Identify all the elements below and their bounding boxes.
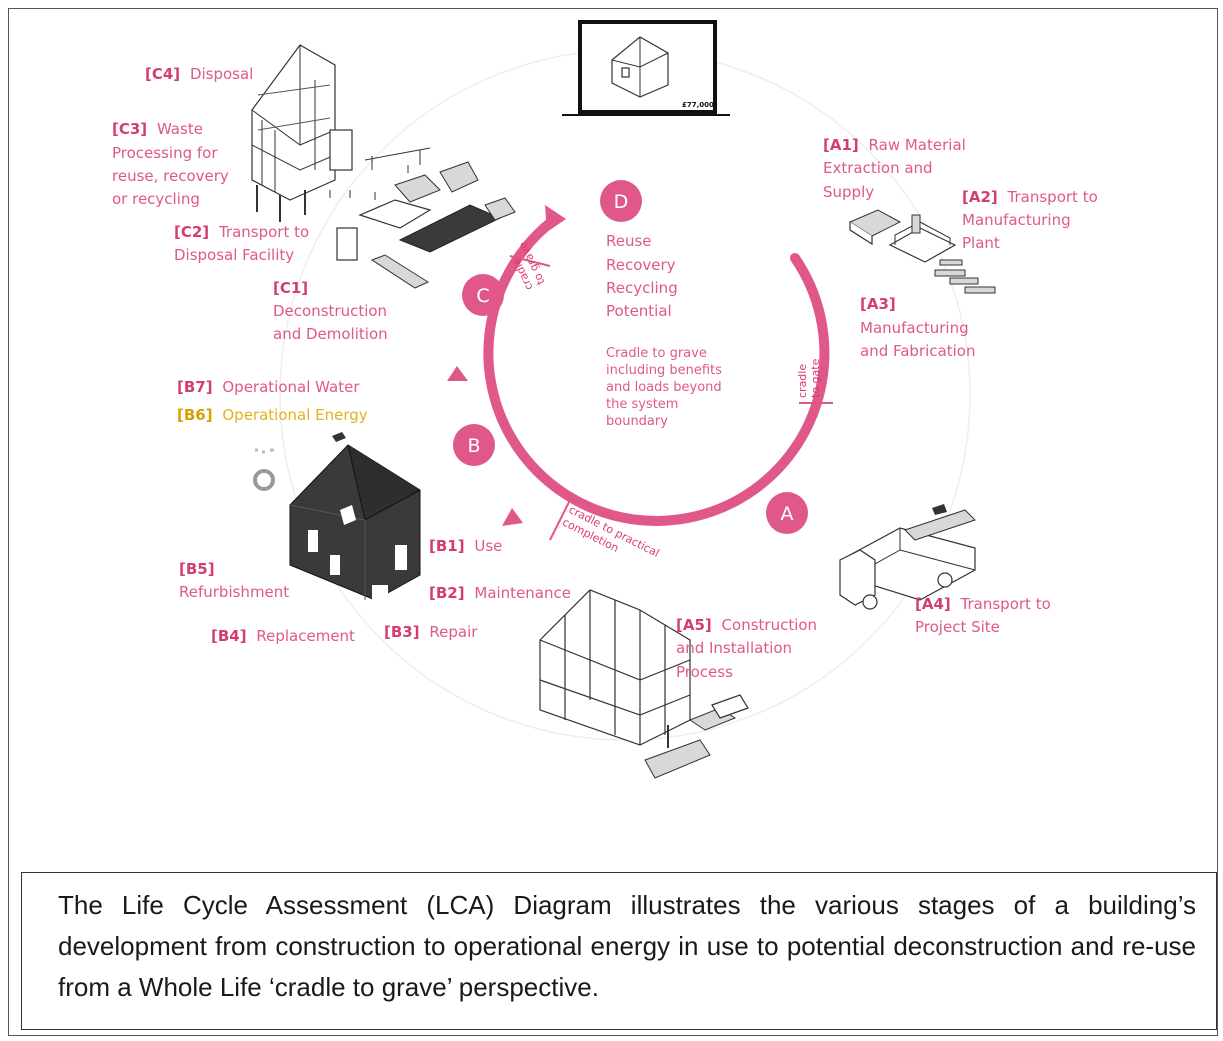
caption-box: The Life Cycle Assessment (LCA) Diagram … (21, 872, 1217, 1030)
node-c-letter: C (476, 285, 489, 307)
label-c1: [C1] Deconstruction and Demolition (273, 279, 392, 343)
node-a-letter: A (781, 503, 794, 525)
grave-tick (509, 255, 551, 267)
label-a4: [A4] Transport to Project Site (915, 595, 1056, 636)
arc-label-gate: cradle to gate (796, 358, 822, 398)
label-c4: [C4] Disposal (145, 65, 253, 83)
computer-monitor-illustration: £77,000 (562, 20, 730, 116)
caption-text: The Life Cycle Assessment (LCA) Diagram … (58, 890, 1196, 1002)
label-b2: [B2] Maintenance (429, 584, 571, 602)
label-a3: [A3] Manufacturing and Fabrication (860, 295, 975, 360)
label-b1: [B1] Use (429, 537, 502, 555)
node-b-letter: B (467, 435, 480, 457)
ring-arrow-top (545, 205, 566, 232)
monitor-price: £77,000 (682, 101, 714, 109)
label-c3: [C3] Waste Processing for reuse, recover… (112, 120, 234, 208)
deconstructed-house-illustration (251, 44, 516, 289)
node-a: A (766, 492, 808, 534)
label-b4: [B4] Replacement (211, 627, 355, 645)
node-d-letter: D (614, 191, 629, 213)
label-c2: [C2] Transport to Disposal Facility (174, 223, 314, 264)
center-d-text: Reuse Recovery Recycling Potential (606, 232, 683, 320)
label-b6: [B6] Operational Energy (177, 406, 368, 424)
figure-frame (8, 8, 1218, 1036)
energy-ring-icon (253, 469, 275, 491)
label-b3: [B3] Repair (384, 623, 478, 641)
node-c: C (462, 274, 504, 316)
practical-tick (549, 499, 571, 541)
operational-house-illustration (253, 432, 421, 611)
center-grave-text: Cradle to grave including benefits and l… (606, 346, 726, 429)
label-a1: [A1] Raw Material Extraction and Supply (823, 136, 971, 201)
ring-arrow-bottom (502, 508, 523, 526)
node-b: B (453, 424, 495, 466)
construction-frame-illustration (539, 589, 749, 779)
ring-arrow-left (447, 366, 468, 381)
label-b7: [B7] Operational Water (177, 378, 360, 396)
node-d: D (600, 180, 642, 222)
lifecycle-ring (483, 214, 830, 526)
lca-diagram: D A B C cradle to gate cradle to practic… (112, 20, 1103, 779)
label-a5: [A5] Construction and Installation Proce… (676, 616, 822, 681)
arc-label-grave: cradle to grave (504, 239, 547, 292)
truck-illustration (839, 504, 976, 610)
label-a2: [A2] Transport to Manufacturing Plant (962, 188, 1103, 252)
label-b5: [B5] Refurbishment (179, 560, 289, 601)
raw-materials-illustration (848, 209, 996, 294)
